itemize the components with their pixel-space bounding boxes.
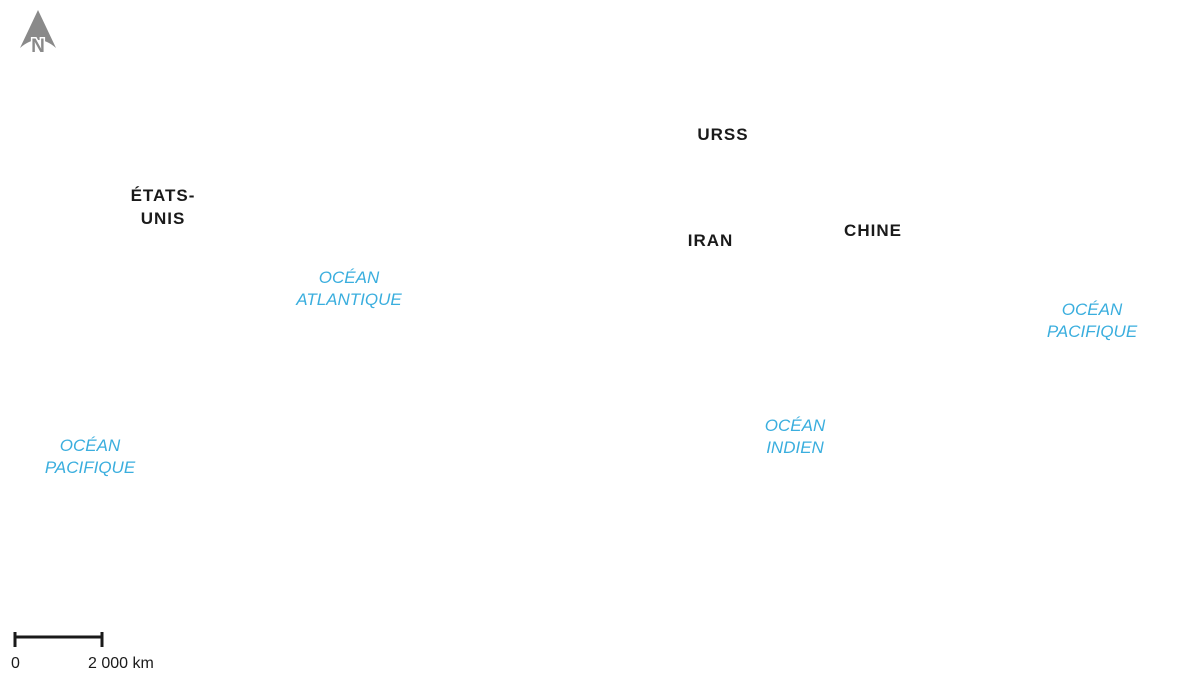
label-ocean-pacifique-west-line1: OCÉAN <box>59 436 121 455</box>
scale-bar-start-label: 0 <box>11 655 20 672</box>
label-ocean-pacifique-east-line2: PACIFIQUE <box>1046 322 1138 341</box>
label-ocean-indien-line1: OCÉAN <box>764 416 826 435</box>
label-etats-unis-line1: ÉTATS- <box>130 186 196 205</box>
label-ocean-pacifique-east: OCÉAN PACIFIQUE <box>1042 299 1142 343</box>
label-chine: CHINE <box>844 221 902 240</box>
north-arrow-label: N <box>31 36 45 56</box>
label-ocean-pacifique-west-line2: PACIFIQUE <box>44 458 136 477</box>
label-ocean-indien-line2: INDIEN <box>766 438 824 457</box>
label-iran: IRAN <box>687 231 734 250</box>
label-ocean-atlantique: OCÉAN ATLANTIQUE <box>289 267 409 311</box>
label-etats-unis-line2: UNIS <box>140 209 186 228</box>
label-ocean-indien: OCÉAN INDIEN <box>755 415 835 459</box>
label-etats-unis: ÉTATS- UNIS <box>128 184 198 230</box>
label-ocean-atlantique-line1: OCÉAN <box>318 268 380 287</box>
label-urss: URSS <box>697 125 749 144</box>
scale-bar-end-label: 2 000 km <box>88 655 154 672</box>
label-ocean-pacifique-east-line1: OCÉAN <box>1061 300 1123 319</box>
scale-bar <box>13 632 104 647</box>
north-arrow-icon: N <box>20 10 56 56</box>
label-ocean-atlantique-line2: ATLANTIQUE <box>296 290 402 309</box>
label-ocean-pacifique-west: OCÉAN PACIFIQUE <box>40 435 140 479</box>
